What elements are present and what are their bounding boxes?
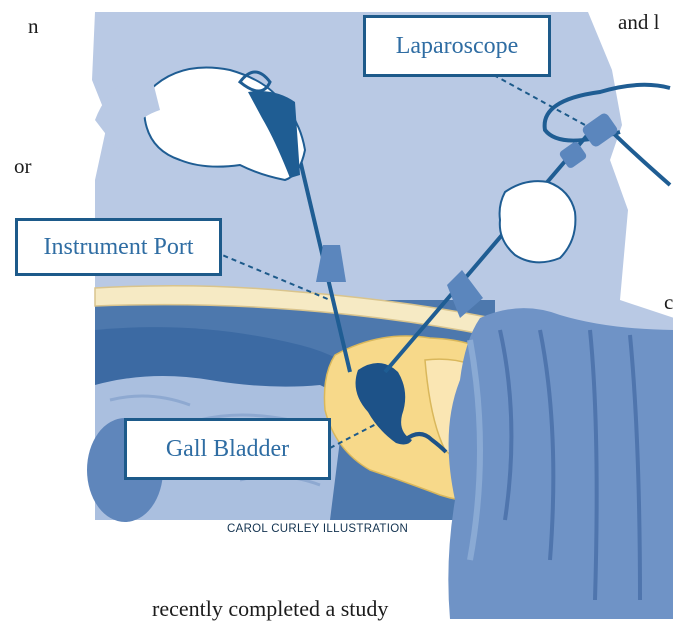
illustration-credit: CAROL CURLEY ILLUSTRATION xyxy=(227,523,408,535)
label-laparoscope: Laparoscope xyxy=(363,15,551,77)
label-instrument-port: Instrument Port xyxy=(15,218,222,276)
surgeon-hand-right xyxy=(500,181,576,262)
label-gall-bladder: Gall Bladder xyxy=(124,418,331,480)
